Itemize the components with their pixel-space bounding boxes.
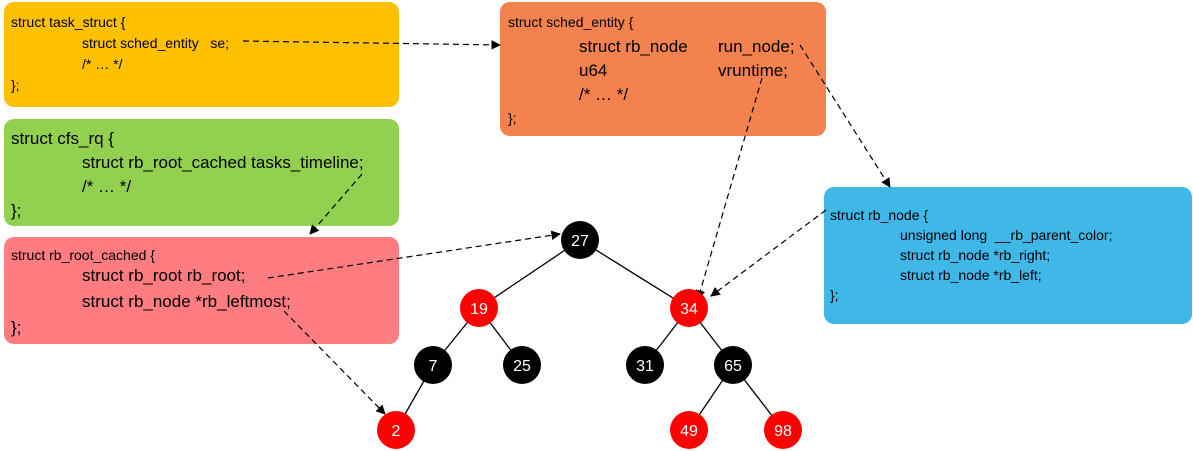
rb-node-line-1: unsigned long __rb_parent_color; — [900, 227, 1113, 243]
tree-node-98: 98 — [764, 411, 802, 449]
rb-node-line-0: struct rb_node { — [830, 207, 929, 223]
cfs-rq-line-0: struct cfs_rq { — [11, 129, 114, 148]
rb-root-cached-box: struct rb_root_cached { struct rb_root r… — [4, 237, 399, 344]
arrow-rb-root-to-node-27 — [267, 230, 561, 279]
tree-node-25: 25 — [503, 346, 541, 384]
task-struct-line-0: struct task_struct { — [11, 14, 126, 30]
tree-node-27: 27 — [561, 221, 599, 259]
tree-node-circle — [670, 289, 708, 327]
arrow-se-to-sched-entity — [242, 40, 501, 50]
tree-node-7: 7 — [414, 346, 452, 384]
tree-node-label: 27 — [571, 233, 589, 250]
sched-entity-field-type-1: u64 — [579, 61, 608, 80]
sched-entity-field-type-0: struct rb_node — [579, 37, 688, 56]
pointer-arrows — [242, 40, 891, 415]
tree-node-circle — [503, 346, 541, 384]
rb-root-cached-line-2: struct rb_node *rb_leftmost; — [82, 292, 291, 311]
task-struct-line-2: /* … */ — [82, 56, 123, 72]
tree-node-label: 25 — [513, 358, 531, 375]
tree-node-label: 2 — [392, 423, 401, 440]
tree-node-label: 49 — [680, 423, 698, 440]
tree-node-circle — [764, 411, 802, 449]
rb-root-cached-line-0: struct rb_root_cached { — [11, 247, 155, 263]
sched-entity-line-end: }; — [508, 110, 517, 126]
rb-node-line-4: }; — [830, 287, 839, 303]
tree-node-49: 49 — [670, 411, 708, 449]
rb-node-line-3: struct rb_node *rb_left; — [900, 267, 1042, 283]
cfs-rq-line-2: /* … */ — [82, 177, 132, 196]
arrow-tasks-timeline-to-rb-root-cached — [309, 173, 363, 235]
tree-node-2: 2 — [377, 411, 415, 449]
tree-node-label: 31 — [636, 358, 654, 375]
rb-root-cached-line-3: }; — [11, 318, 22, 337]
tree-nodes: 27 19 34 7 25 31 65 2 49 98 — [377, 221, 802, 449]
task-struct-line-1: struct sched_entity se; — [82, 35, 230, 51]
tree-node-label: 34 — [680, 301, 698, 318]
tree-edge-27-34 — [579, 239, 690, 309]
sched-entity-field-name-0: run_node; — [718, 37, 795, 56]
task-struct-line-3: }; — [11, 77, 20, 93]
tree-node-label: 65 — [724, 358, 742, 375]
rb-node-line-2: struct rb_node *rb_right; — [900, 247, 1051, 263]
tree-edge-27-19 — [478, 239, 581, 309]
sched-entity-line-0: struct sched_entity { — [508, 14, 634, 30]
task-struct-box: struct task_struct { struct sched_entity… — [4, 2, 399, 107]
tree-node-circle — [414, 346, 452, 384]
tree-node-19: 19 — [460, 289, 498, 327]
rb-node-box: struct rb_node { unsigned long __rb_pare… — [824, 187, 1192, 324]
tree-node-circle — [460, 289, 498, 327]
tree-node-label: 19 — [470, 301, 488, 318]
tree-node-circle — [714, 346, 752, 384]
arrow-rb-node-to-node-34 — [710, 209, 827, 297]
tree-edges — [395, 239, 784, 431]
arrow-rb-leftmost-to-node-2 — [283, 310, 386, 415]
cfs-rq-line-1: struct rb_root_cached tasks_timeline; — [82, 153, 364, 172]
tree-node-label: 98 — [774, 423, 792, 440]
tree-node-circle — [670, 411, 708, 449]
rb-root-cached-line-1: struct rb_root rb_root; — [82, 266, 246, 285]
arrow-run-node-to-rb-node — [799, 44, 891, 188]
tree-node-circle — [377, 411, 415, 449]
tree-node-circle — [561, 221, 599, 259]
tree-node-label: 7 — [429, 358, 438, 375]
arrow-vruntime-to-node-34 — [695, 77, 763, 300]
cfs-rq-line-3: }; — [11, 201, 22, 220]
sched-entity-field-name-1: vruntime; — [718, 61, 788, 80]
tree-node-circle — [626, 346, 664, 384]
tree-node-34: 34 — [670, 289, 708, 327]
tree-node-65: 65 — [714, 346, 752, 384]
sched-entity-box: struct sched_entity { struct rb_node run… — [500, 2, 826, 136]
tree-node-31: 31 — [626, 346, 664, 384]
sched-entity-line-comment: /* … */ — [579, 85, 629, 104]
